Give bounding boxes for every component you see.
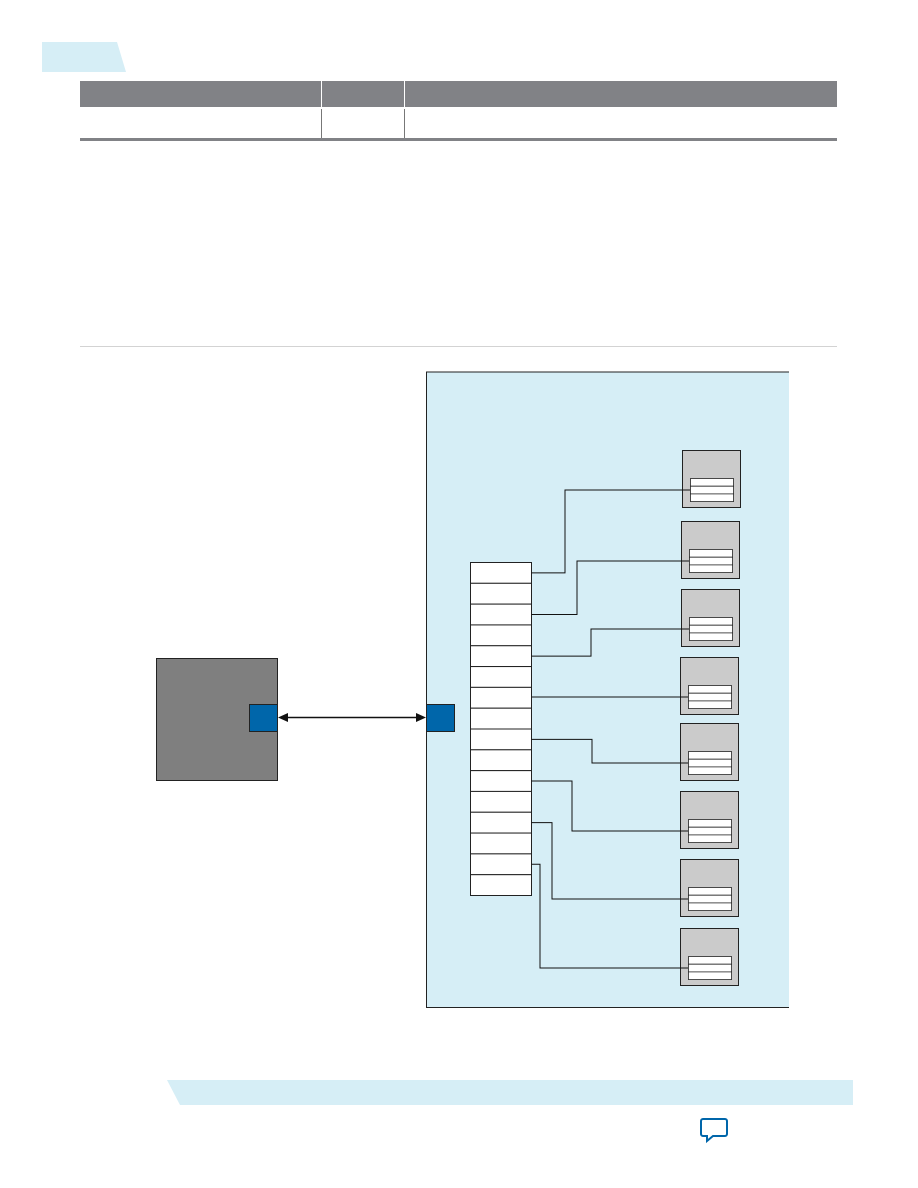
module-register-row [689, 624, 733, 634]
register-row [470, 770, 532, 792]
table-header-row [80, 81, 837, 107]
module-register-row [690, 485, 734, 495]
register-row [470, 562, 532, 584]
module-register-row [688, 902, 732, 912]
module-register-row [689, 549, 733, 558]
module-register-row [688, 751, 732, 760]
peripheral-module [682, 450, 741, 508]
module-register-row [690, 478, 734, 487]
table [80, 81, 837, 141]
peripheral-module [680, 723, 739, 781]
host-port [249, 704, 278, 732]
peripheral-module [680, 791, 739, 849]
module-register-row [688, 766, 732, 776]
register-row [470, 749, 532, 772]
register-row [470, 728, 532, 751]
module-register-row [688, 692, 732, 702]
peripheral-module [681, 521, 740, 579]
connections [531, 489, 690, 969]
module-register-row [689, 617, 733, 626]
register-row [470, 853, 532, 876]
module-register-row [690, 493, 734, 502]
section-tab [42, 42, 126, 72]
module-register-row [688, 826, 732, 836]
module-register-row [689, 632, 733, 642]
module-register-row [688, 700, 732, 710]
arrow-right-icon [416, 713, 426, 722]
device-panel-border [426, 371, 789, 1008]
module-register-row [688, 819, 732, 828]
module-register-row [689, 564, 733, 574]
module-register-row [688, 685, 732, 694]
figure [156, 371, 789, 1008]
module-register-row [688, 971, 732, 981]
register-row [470, 790, 532, 813]
footer-band [167, 1080, 853, 1105]
connection-line [531, 560, 689, 616]
register-map [470, 562, 532, 896]
connection-line [531, 863, 688, 969]
register-row [470, 624, 532, 647]
connection-line [531, 780, 688, 832]
register-row [470, 603, 532, 626]
register-row [470, 582, 532, 605]
register-row [470, 645, 532, 668]
device-port [426, 704, 455, 732]
module-register-row [688, 834, 732, 844]
register-row [470, 686, 532, 709]
register-row [470, 666, 532, 688]
module-register-row [688, 887, 732, 896]
register-row [470, 811, 532, 834]
connection-line [531, 822, 688, 900]
peripheral-module [680, 657, 739, 715]
module-register-row [689, 556, 733, 566]
connection-line [531, 628, 689, 657]
register-row [470, 707, 532, 730]
peripheral-module [681, 589, 740, 647]
section-rule [80, 346, 837, 347]
table-bottom-border [80, 138, 837, 141]
module-register-row [688, 956, 732, 965]
peripheral-module [680, 859, 739, 917]
connection-line [531, 738, 688, 764]
connection-line [531, 489, 690, 574]
register-row [470, 874, 532, 896]
module-register-row [688, 894, 732, 904]
register-row [470, 832, 532, 855]
peripheral-module [680, 928, 739, 986]
module-register-row [688, 758, 732, 768]
speech-bubble-icon[interactable] [700, 1118, 728, 1144]
modules [680, 450, 741, 986]
module-register-row [688, 963, 732, 973]
arrow-left-icon [278, 713, 288, 722]
